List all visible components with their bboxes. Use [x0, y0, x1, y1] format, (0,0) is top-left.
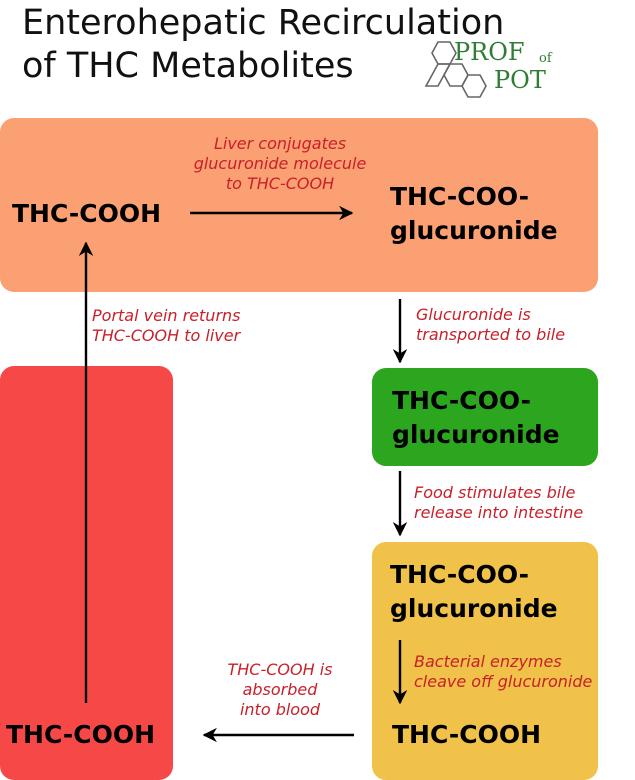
node-intestine-glucuronide: THC-COO- glucuronide [390, 558, 558, 626]
node-bile-glucuronide-line-2: glucuronide [392, 420, 560, 449]
note-bacterial-enzymes: Bacterial enzymes cleave off glucuronide [414, 652, 592, 692]
node-intestine-glucuronide-line-1: THC-COO- [390, 560, 529, 589]
node-intestine-thc-cooh: THC-COOH [392, 720, 542, 749]
note-liver-conjugates: Liver conjugates glucuronide molecule to… [160, 134, 400, 194]
note-portal-vein: Portal vein returns THC-COOH to liver [92, 306, 241, 346]
note-transported-line-1: Glucuronide is [416, 305, 531, 324]
note-bacterial-line-1: Bacterial enzymes [414, 652, 562, 671]
bile-box [372, 368, 598, 466]
node-bile-glucuronide-line-1: THC-COO- [392, 386, 531, 415]
note-transported-to-bile: Glucuronide is transported to bile [416, 305, 565, 345]
note-absorbed-line-3: into blood [239, 700, 321, 719]
node-intestine-glucuronide-line-2: glucuronide [390, 594, 558, 623]
logo-of: of [539, 51, 552, 66]
node-liver-thc-cooh: THC-COOH [12, 199, 162, 228]
hexagon-molecule-icon [424, 41, 487, 98]
node-liver-glucuronide-line-2: glucuronide [390, 216, 558, 245]
note-absorbed-into-blood: THC-COOH is absorbed into blood [190, 660, 370, 720]
intestine-box [372, 542, 598, 780]
title-line-1: Enterohepatic Recirculation [22, 3, 505, 43]
node-liver-glucuronide-line-1: THC-COO- [390, 182, 529, 211]
note-portal-line-2: THC-COOH to liver [92, 326, 241, 345]
node-bile-glucuronide: THC-COO- glucuronide [392, 384, 560, 452]
node-liver-glucuronide: THC-COO- glucuronide [390, 180, 558, 248]
note-absorbed-line-1: THC-COOH is [227, 660, 333, 679]
note-bacterial-line-2: cleave off glucuronide [414, 672, 593, 691]
note-food-line-1: Food stimulates bile [414, 483, 576, 502]
note-portal-line-1: Portal vein returns [92, 306, 241, 325]
note-food-line-2: release into intestine [414, 503, 584, 522]
note-food-stimulates: Food stimulates bile release into intest… [414, 483, 583, 523]
title-line-2: of THC Metabolites [22, 46, 354, 86]
logo-pot: POT [494, 66, 546, 94]
note-liver-conjugates-line-3: to THC-COOH [225, 174, 335, 193]
liver-box [0, 118, 598, 292]
note-liver-conjugates-line-2: glucuronide molecule [193, 154, 367, 173]
note-transported-line-2: transported to bile [416, 325, 566, 344]
note-liver-conjugates-line-1: Liver conjugates [213, 134, 347, 153]
page-title: Enterohepatic Recirculation of THC Metab… [22, 2, 504, 88]
logo-prof: PROF [454, 38, 525, 66]
prof-of-pot-logo: PROF of POT [424, 38, 564, 100]
note-absorbed-line-2: absorbed [242, 680, 318, 699]
node-blood-thc-cooh: THC-COOH [6, 720, 156, 749]
